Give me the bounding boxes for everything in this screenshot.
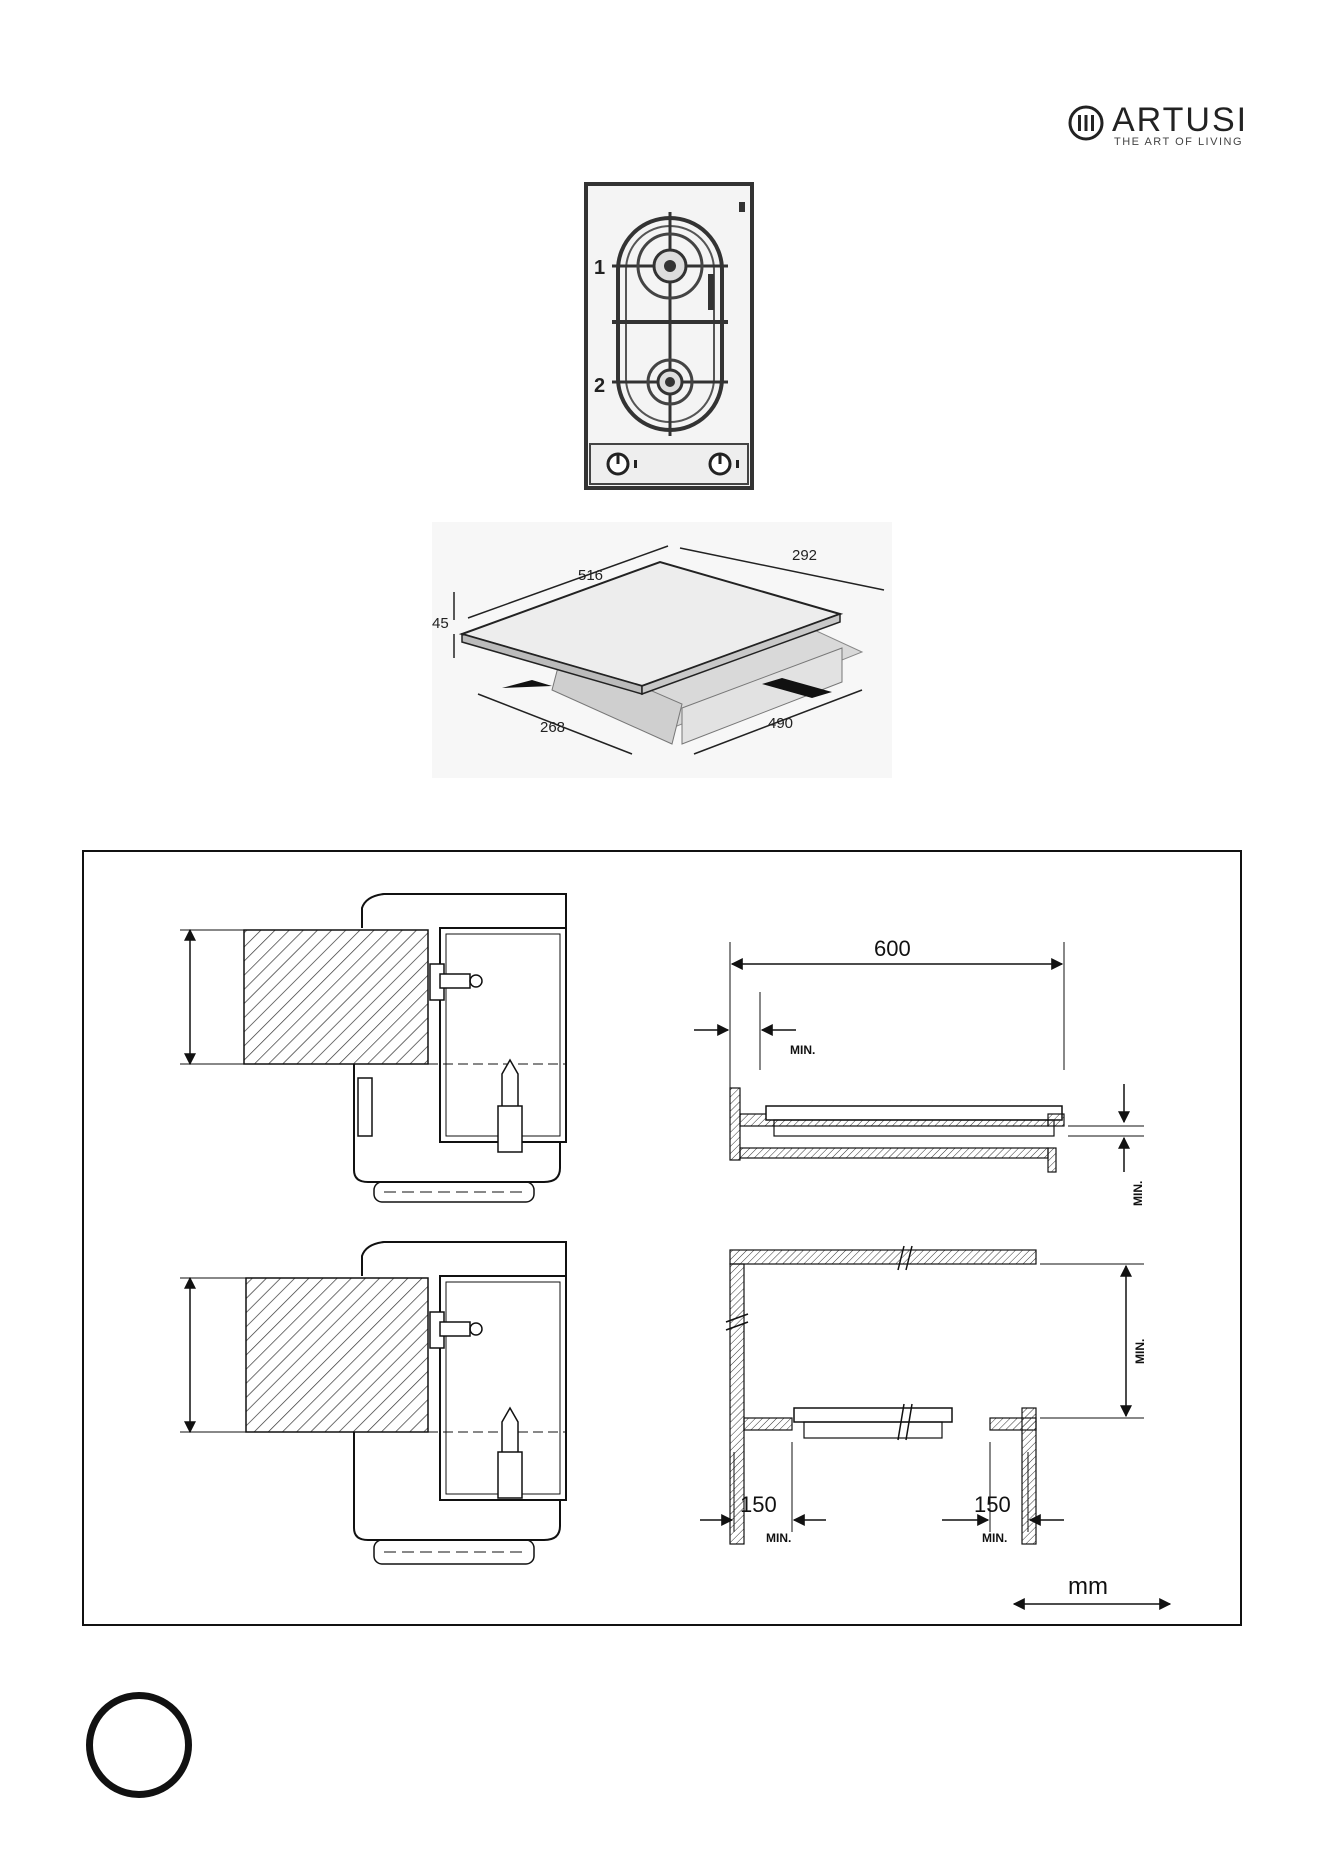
clearance-600-label: 600 bbox=[874, 936, 911, 961]
clamp-bolt-lower bbox=[430, 1312, 482, 1348]
unit-indicator: mm bbox=[1014, 1573, 1170, 1604]
fixing-screw bbox=[498, 1060, 522, 1152]
section-lower-left bbox=[180, 1242, 566, 1564]
side-min-label: MIN. bbox=[790, 1043, 815, 1057]
worktop-hatch-thick bbox=[246, 1278, 428, 1432]
clamp-bolt bbox=[430, 964, 482, 1000]
language-badge-circle bbox=[86, 1692, 192, 1798]
side-150-left-min: MIN. bbox=[766, 1531, 791, 1545]
bars-in-circle-icon bbox=[1068, 105, 1104, 141]
brand-tagline: THE ART OF LIVING bbox=[1114, 136, 1243, 148]
side-150-right-min: MIN. bbox=[982, 1531, 1007, 1545]
clearance-upper-right: 600 MIN. MIN. bbox=[694, 936, 1145, 1206]
installation-diagram-frame: 600 MIN. MIN. bbox=[82, 850, 1242, 1626]
section-upper-left bbox=[180, 894, 566, 1202]
hob-dimensions-drawing: 516 292 45 268 490 bbox=[432, 522, 892, 778]
brand-name: ARTUSI bbox=[1112, 102, 1248, 138]
dim-cutout-width-label: 490 bbox=[768, 715, 793, 732]
side-150-left-label: 150 bbox=[740, 1492, 777, 1517]
vertical-min-label: MIN. bbox=[1133, 1339, 1147, 1364]
height-min-label: MIN. bbox=[1131, 1181, 1145, 1206]
installation-svg: 600 MIN. MIN. bbox=[84, 852, 1240, 1624]
brand-logo: ARTUSI THE ART OF LIVING bbox=[1060, 102, 1250, 150]
unit-mm-label: mm bbox=[1068, 1573, 1108, 1600]
dim-width-label: 516 bbox=[578, 567, 603, 584]
burner-1-label: 1 bbox=[594, 257, 605, 279]
burner-2-label: 2 bbox=[594, 375, 605, 397]
worktop-hatch bbox=[244, 930, 428, 1064]
fixing-screw-lower bbox=[498, 1408, 522, 1498]
side-150-right-label: 150 bbox=[974, 1492, 1011, 1517]
dim-cutout-depth-label: 268 bbox=[540, 719, 565, 736]
hob-top-view: 1 2 bbox=[584, 182, 754, 490]
dim-depth-label: 292 bbox=[792, 547, 817, 564]
igniter-bar bbox=[708, 274, 714, 310]
hob-iso-svg: 516 292 45 268 490 bbox=[432, 522, 892, 778]
clearance-lower-right: MIN. 150 MIN. 150 MIN. bbox=[700, 1246, 1147, 1545]
hob-top-drawing: 1 2 bbox=[584, 182, 754, 490]
dim-height-label: 45 bbox=[432, 615, 449, 632]
